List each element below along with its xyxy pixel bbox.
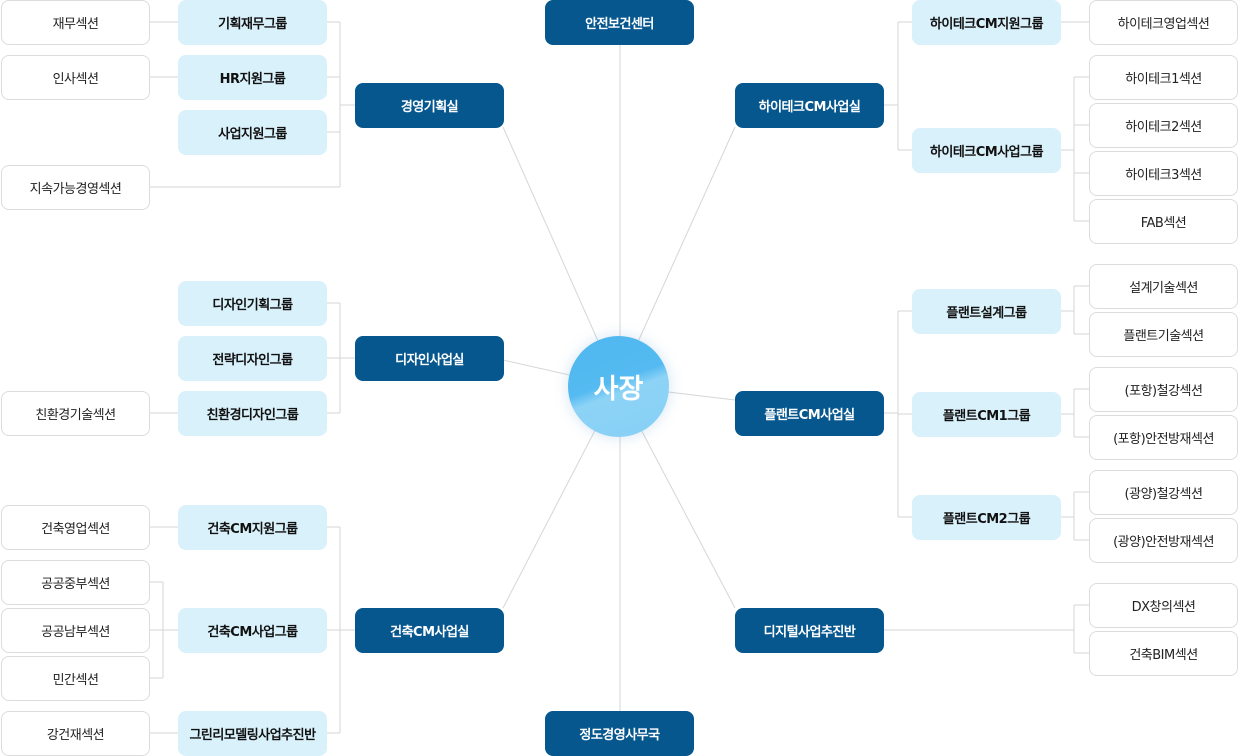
group-node[interactable]: 건축CM사업그룹	[178, 608, 327, 653]
group-node[interactable]: 디자인기획그룹	[178, 281, 327, 326]
group-node[interactable]: 건축CM지원그룹	[178, 505, 327, 550]
group-node[interactable]: 플랜트CM1그룹	[912, 392, 1061, 437]
section-node[interactable]: 하이테크1섹션	[1089, 55, 1238, 100]
section-node[interactable]: 공공중부섹션	[1, 560, 150, 605]
dept-node[interactable]: 건축CM사업실	[355, 608, 504, 653]
group-node[interactable]: 하이테크CM지원그룹	[912, 0, 1061, 45]
dept-node[interactable]: 디지털사업추진반	[735, 608, 884, 653]
section-node[interactable]: (광양)철강섹션	[1089, 470, 1238, 515]
section-node[interactable]: 친환경기술섹션	[1, 391, 150, 436]
group-node[interactable]: 하이테크CM사업그룹	[912, 128, 1061, 173]
section-node[interactable]: 인사섹션	[1, 55, 150, 100]
section-node[interactable]: FAB섹션	[1089, 199, 1238, 244]
group-node[interactable]: 친환경디자인그룹	[178, 391, 327, 436]
group-node[interactable]: 플랜트CM2그룹	[912, 495, 1061, 540]
section-node[interactable]: 건축영업섹션	[1, 505, 150, 550]
dept-node[interactable]: 디자인사업실	[355, 336, 504, 381]
section-node[interactable]: 공공남부섹션	[1, 608, 150, 653]
safety-center-node[interactable]: 안전보건센터	[545, 0, 694, 45]
section-node[interactable]: (포항)안전방재섹션	[1089, 415, 1238, 460]
section-node[interactable]: (광양)안전방재섹션	[1089, 518, 1238, 563]
section-node[interactable]: 플랜트기술섹션	[1089, 312, 1238, 357]
section-node[interactable]: 건축BIM섹션	[1089, 631, 1238, 676]
section-node[interactable]: (포항)철강섹션	[1089, 367, 1238, 412]
group-node[interactable]: 사업지원그룹	[178, 110, 327, 155]
section-node[interactable]: DX창의섹션	[1089, 583, 1238, 628]
group-node[interactable]: 기획재무그룹	[178, 0, 327, 45]
section-node[interactable]: 민간섹션	[1, 656, 150, 701]
dept-node[interactable]: 경영기획실	[355, 83, 504, 128]
section-node[interactable]: 하이테크영업섹션	[1089, 0, 1238, 45]
section-node[interactable]: 하이테크2섹션	[1089, 103, 1238, 148]
group-node[interactable]: 그린리모델링사업추진반	[178, 711, 327, 756]
group-node[interactable]: HR지원그룹	[178, 55, 327, 100]
section-node[interactable]: 강건재섹션	[1, 711, 150, 756]
section-node[interactable]: 지속가능경영섹션	[1, 165, 150, 210]
group-node[interactable]: 플랜트설계그룹	[912, 289, 1061, 334]
ceo-node[interactable]: 사장	[568, 336, 669, 437]
dept-node[interactable]: 하이테크CM사업실	[735, 83, 884, 128]
group-node[interactable]: 전략디자인그룹	[178, 336, 327, 381]
section-node[interactable]: 하이테크3섹션	[1089, 151, 1238, 196]
section-node[interactable]: 재무섹션	[1, 0, 150, 45]
section-node[interactable]: 설계기술섹션	[1089, 264, 1238, 309]
dept-node[interactable]: 플랜트CM사업실	[735, 391, 884, 436]
ethics-office-node[interactable]: 정도경영사무국	[545, 711, 694, 756]
